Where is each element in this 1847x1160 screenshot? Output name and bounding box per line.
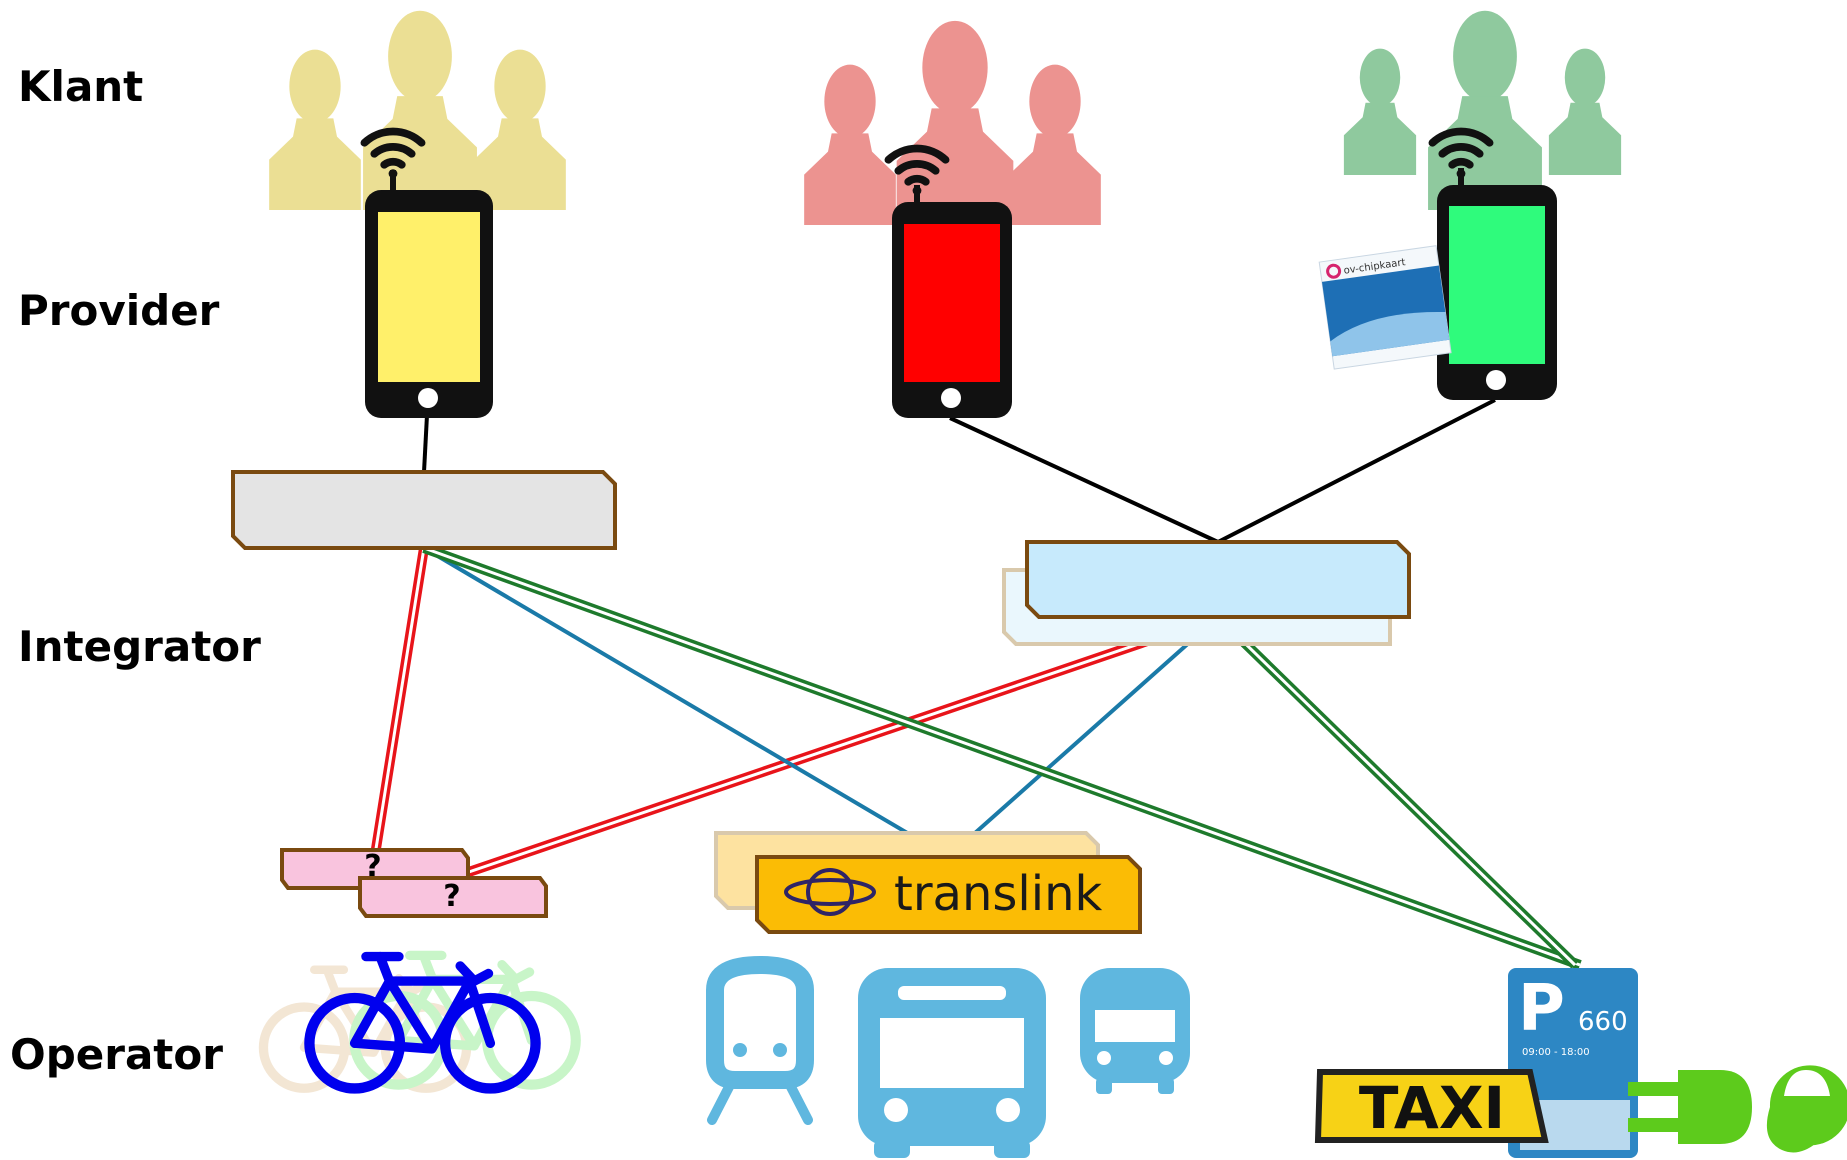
connections xyxy=(370,398,1582,970)
unknown-operator-box-2: ? xyxy=(358,876,548,918)
link-gray-to-bike-red xyxy=(370,547,429,856)
link-gray-to-parking-green xyxy=(422,543,1582,970)
link-green-phone-blue-integrator xyxy=(1217,398,1496,544)
bus-icon xyxy=(858,968,1046,1158)
link-blue-to-translink xyxy=(946,615,1220,859)
layer-label-provider: Provider xyxy=(18,286,220,335)
parking-letter: P xyxy=(1518,972,1565,1046)
phone-red xyxy=(888,148,1012,418)
layer-label-operator: Operator xyxy=(10,1030,223,1079)
people-group-yellow xyxy=(269,10,566,210)
link-red-phone-blue-integrator xyxy=(949,416,1219,544)
link-blue-to-parking-green xyxy=(1214,613,1579,969)
integrator-box-gray xyxy=(231,470,617,550)
ov-chipkaart-card: ov-chipkaart xyxy=(1318,245,1452,370)
translink-label: translink xyxy=(894,866,1102,922)
link-gray-to-translink xyxy=(422,546,950,859)
parking-number: 660 xyxy=(1578,1007,1628,1037)
phone-yellow xyxy=(364,131,493,418)
question-mark-2: ? xyxy=(443,879,460,914)
link-yellow-phone-gray-integrator xyxy=(422,414,429,473)
link-blue-to-bike-red xyxy=(458,612,1220,880)
train-icon xyxy=(706,955,814,1125)
parking-hours: 09:00 - 18:00 xyxy=(1522,1047,1590,1058)
people-group-green xyxy=(1343,10,1622,210)
ev-plug-icon xyxy=(1628,1065,1847,1153)
taxi-label: TAXI xyxy=(1359,1074,1505,1142)
question-mark-1: ? xyxy=(364,849,381,884)
translink-logo-icon xyxy=(784,868,876,916)
bike-icons xyxy=(263,955,575,1088)
translink-box: translink xyxy=(714,831,1142,934)
taxi-sign: TAXI xyxy=(1314,1069,1549,1143)
integrator-box-blue xyxy=(1025,540,1411,619)
small-bus-icon xyxy=(1080,968,1190,1094)
layer-label-klant: Klant xyxy=(18,62,144,111)
ov-logo-icon xyxy=(1326,263,1342,279)
people-group-red xyxy=(804,20,1101,225)
phone-green xyxy=(1432,131,1557,400)
layer-label-integrator: Integrator xyxy=(18,622,261,671)
